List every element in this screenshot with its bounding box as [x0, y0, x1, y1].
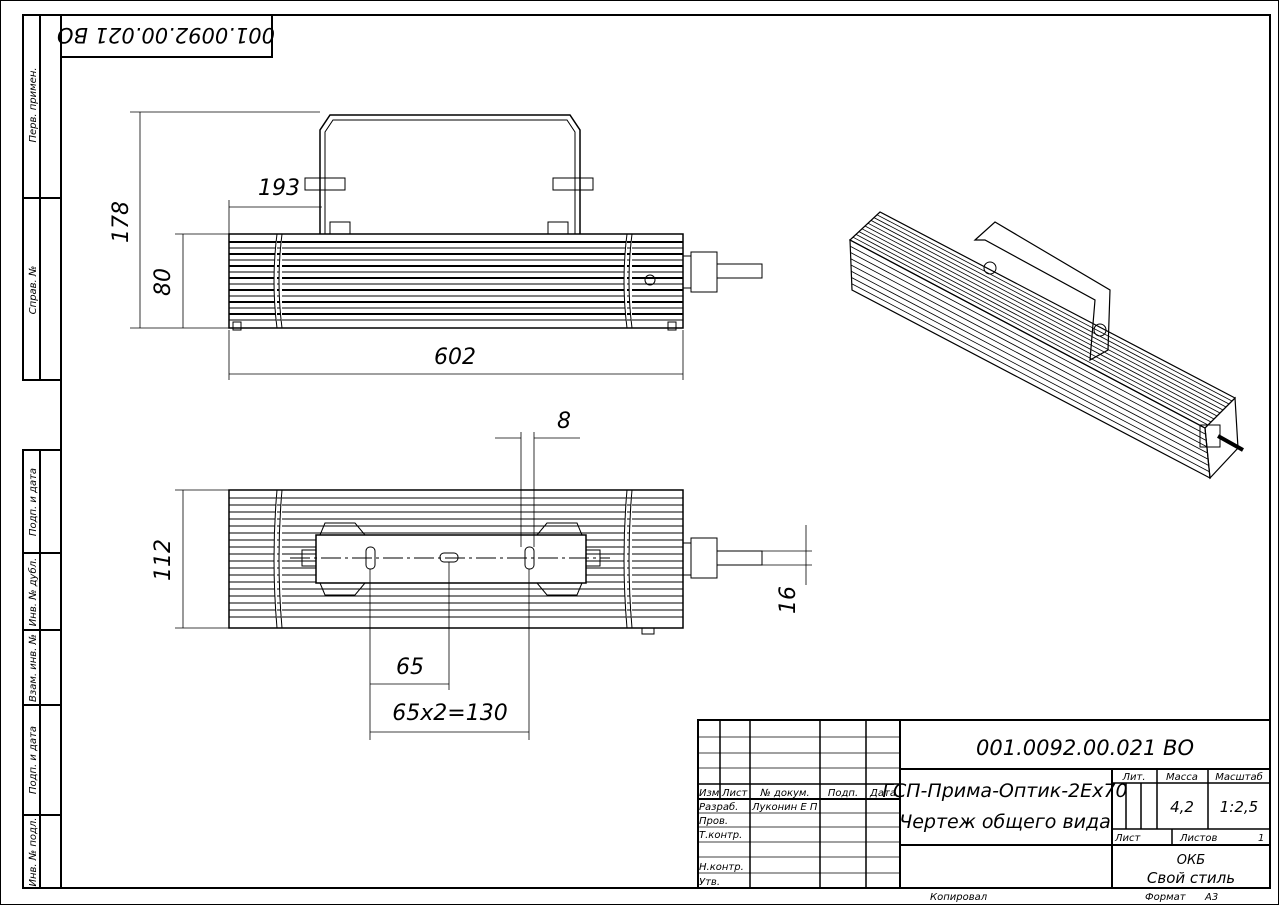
dim-80: 80 — [151, 268, 176, 296]
fin-line — [850, 252, 1207, 441]
product-name: ГСП-Прима-Оптик-2Ex70 — [882, 780, 1127, 802]
side-label: Справ. № — [28, 266, 39, 315]
role-nkontr: Н.контр. — [699, 862, 744, 873]
dimension-lines — [130, 111, 812, 740]
dim-8: 8 — [557, 409, 571, 434]
role-utv: Утв. — [699, 877, 720, 888]
break-line — [623, 233, 633, 329]
side-label: Перв. примен. — [28, 67, 39, 142]
side-label: Подп. и дата — [28, 726, 39, 794]
fin-line — [864, 225, 1221, 414]
role-prov: Пров. — [699, 816, 728, 827]
fin-line — [850, 264, 1208, 454]
org-line1: ОКБ — [1177, 853, 1205, 868]
dim-178: 178 — [109, 201, 134, 243]
top-stamp: 001.0092.00.021 BO — [57, 14, 275, 58]
dim-602: 602 — [434, 345, 476, 370]
org-line2: Свой стиль — [1147, 869, 1235, 887]
format-label: Формат — [1145, 892, 1187, 903]
isometric-view — [848, 211, 1244, 480]
side-label: Взам. инв. № — [28, 634, 39, 702]
dim-16: 16 — [776, 586, 801, 614]
format-value: A3 — [1204, 892, 1218, 903]
fin-line — [851, 270, 1209, 460]
scale-value: 1:2,5 — [1220, 798, 1258, 816]
fin-line — [851, 283, 1210, 473]
fin-line — [858, 231, 1215, 420]
title-block — [697, 719, 1271, 889]
sheets-label: Листов — [1179, 833, 1217, 844]
scale-label: Масштаб — [1215, 771, 1263, 783]
top-view — [228, 489, 763, 635]
role-tkontr: Т.контр. — [699, 830, 742, 841]
fin-line — [850, 258, 1208, 448]
hdr-list: Лист — [721, 788, 749, 799]
fin-line — [873, 217, 1230, 405]
hdr-sign: Подп. — [828, 788, 858, 799]
side-stamp — [22, 14, 62, 889]
role-razrab: Разраб. — [699, 801, 738, 813]
mass-label: Масса — [1166, 772, 1198, 783]
title-block-text: 001.0092.00.021 BO ГСП-Прима-Оптик-2Ex70… — [699, 736, 1264, 903]
hdr-doc: № докум. — [759, 788, 809, 799]
break-line — [273, 489, 283, 629]
break-line — [623, 489, 633, 629]
hdr-date: Дата — [869, 788, 896, 799]
fin-line — [861, 228, 1218, 417]
copied-label: Копировал — [930, 892, 988, 903]
fin-line — [870, 220, 1227, 408]
sheets-value: 1 — [1258, 833, 1264, 844]
dim-112: 112 — [151, 539, 176, 581]
dim-130: 65x2=130 — [392, 701, 507, 726]
fin-line — [852, 236, 1209, 426]
fin-line — [867, 222, 1224, 411]
front-view — [228, 114, 763, 331]
dim-193: 193 — [258, 176, 300, 201]
drawing-title: Чертеж общего вида — [899, 811, 1111, 833]
fin-line — [876, 214, 1233, 402]
lit-label: Лит. — [1121, 772, 1145, 783]
designation: 001.0092.00.021 BO — [976, 736, 1194, 760]
hdr-izm: Изм — [699, 788, 720, 799]
fin-line — [855, 234, 1212, 423]
developer-name: Луконин Е П — [751, 802, 818, 813]
side-label: Инв. № подл. — [28, 818, 39, 887]
sheet-label: Лист — [1114, 833, 1142, 844]
top-stamp-code: 001.0092.00.021 BO — [57, 23, 275, 47]
break-line — [273, 233, 283, 329]
mass-value: 4,2 — [1170, 798, 1194, 816]
dim-65: 65 — [396, 655, 424, 680]
fin-line — [851, 277, 1209, 466]
side-label: Подп. и дата — [28, 468, 39, 536]
side-label: Инв. № дубл. — [27, 558, 39, 626]
fin-line — [850, 245, 1206, 435]
